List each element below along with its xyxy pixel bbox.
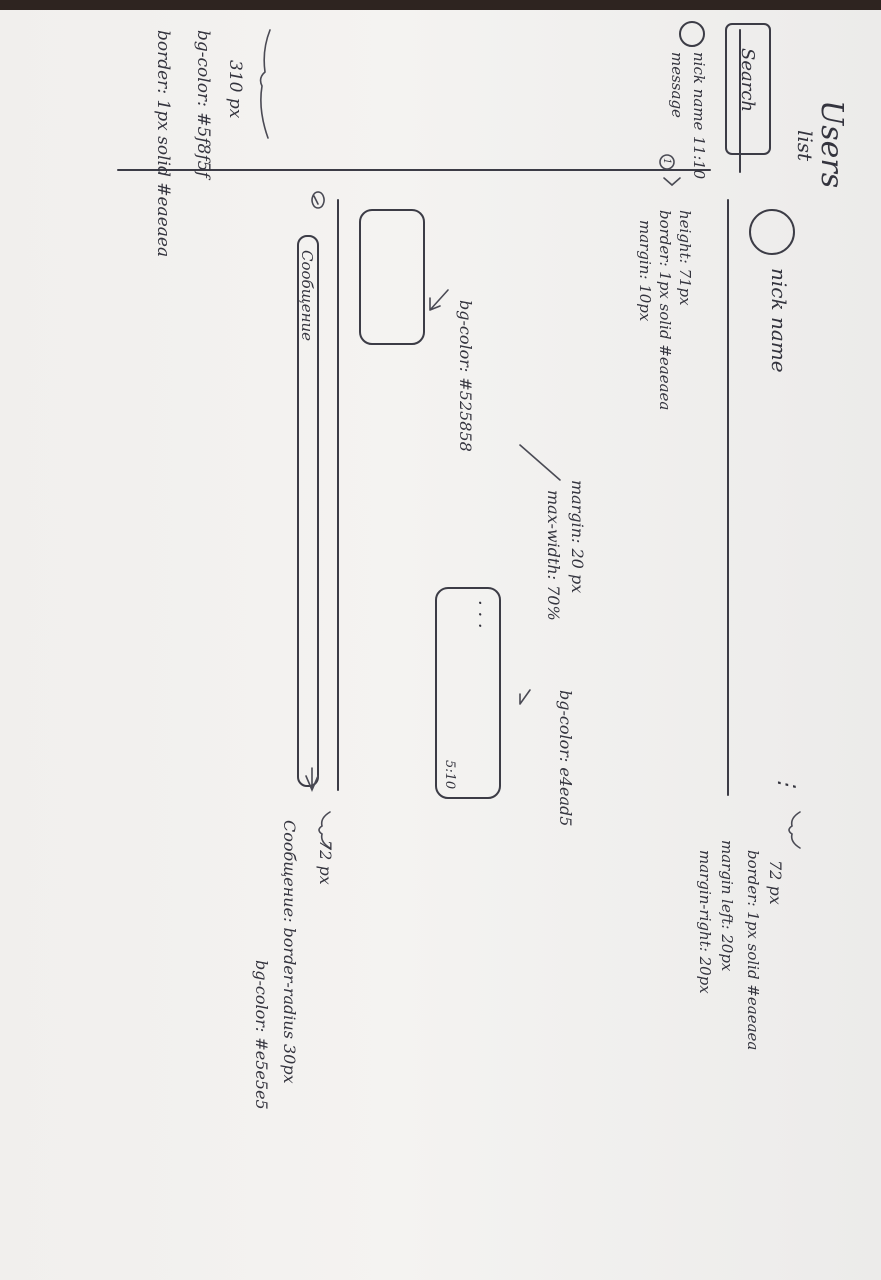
- sidebar-border-note: border: 1px solid #eaeaea: [153, 30, 173, 257]
- item-border-note: border: 1px solid #eaeaea: [656, 210, 674, 410]
- header-name-text: nick name: [767, 268, 791, 373]
- outgoing-bubble-arrow: [519, 689, 531, 705]
- header-height-brace: [788, 811, 801, 849]
- avatar-sketch: [679, 21, 705, 47]
- unread-badge-text: 1: [661, 158, 672, 164]
- send-icon: [305, 767, 319, 793]
- unread-badge-sketch: [659, 154, 675, 170]
- incoming-bubble-sketch: [359, 209, 425, 345]
- composer-placeholder-text: Сообщение: [298, 250, 316, 341]
- header-margin-left-note: margin left: 20px: [718, 840, 736, 972]
- sidebar-item-arrow: [663, 177, 681, 187]
- sidebar-bg-note: bg-color: #5f8f5f: [193, 30, 213, 180]
- composer-bg-note: bg-color: #e5e5e5: [252, 960, 271, 1110]
- header-avatar-sketch: [749, 209, 795, 255]
- search-box: [725, 23, 771, 155]
- outgoing-dots-text: · · ·: [469, 600, 490, 629]
- table-edge: [0, 0, 881, 10]
- incoming-bubble-arrow: [429, 289, 449, 311]
- header-height-note: 72 px: [766, 860, 785, 905]
- sidebar-width-brace: [259, 29, 271, 139]
- sidebar-width-note: 310 px: [225, 60, 245, 119]
- item-margin-note: margin: 10px: [636, 220, 654, 322]
- user-time-text: 11:10: [690, 136, 708, 180]
- header-more-icon: ⋮: [774, 772, 799, 794]
- search-label-text: Search: [737, 48, 758, 112]
- margin-arrow: [519, 444, 561, 481]
- bubble-max-width-note: max-width: 70%: [544, 490, 563, 621]
- attach-icon: [311, 191, 325, 209]
- bubble-margin-note: margin: 20 px: [568, 480, 587, 593]
- item-height-note: height: 71px: [676, 210, 694, 306]
- outgoing-time-text: 5:10: [442, 760, 457, 789]
- outgoing-bg-note: bg-color: e4ead5: [556, 690, 575, 826]
- composer-input-sketch: [297, 235, 319, 787]
- header-margin-right-note: margin-right: 20px: [696, 850, 714, 994]
- incoming-bg-note: bg-color: #525858: [456, 300, 475, 452]
- outgoing-bubble-sketch: [435, 587, 501, 799]
- composer-height-note: 72 px: [316, 840, 335, 885]
- composer-radius-note: Сообщение: border-radius 30px: [280, 820, 299, 1084]
- title-text: Users: [814, 100, 849, 188]
- header-border-note: border: 1px solid #eaeaea: [744, 850, 762, 1050]
- user-message-text: message: [668, 52, 686, 118]
- sidebar-label-text: list: [793, 130, 817, 162]
- composer-height-brace: [318, 811, 331, 849]
- user-name-text: nick name: [690, 52, 708, 131]
